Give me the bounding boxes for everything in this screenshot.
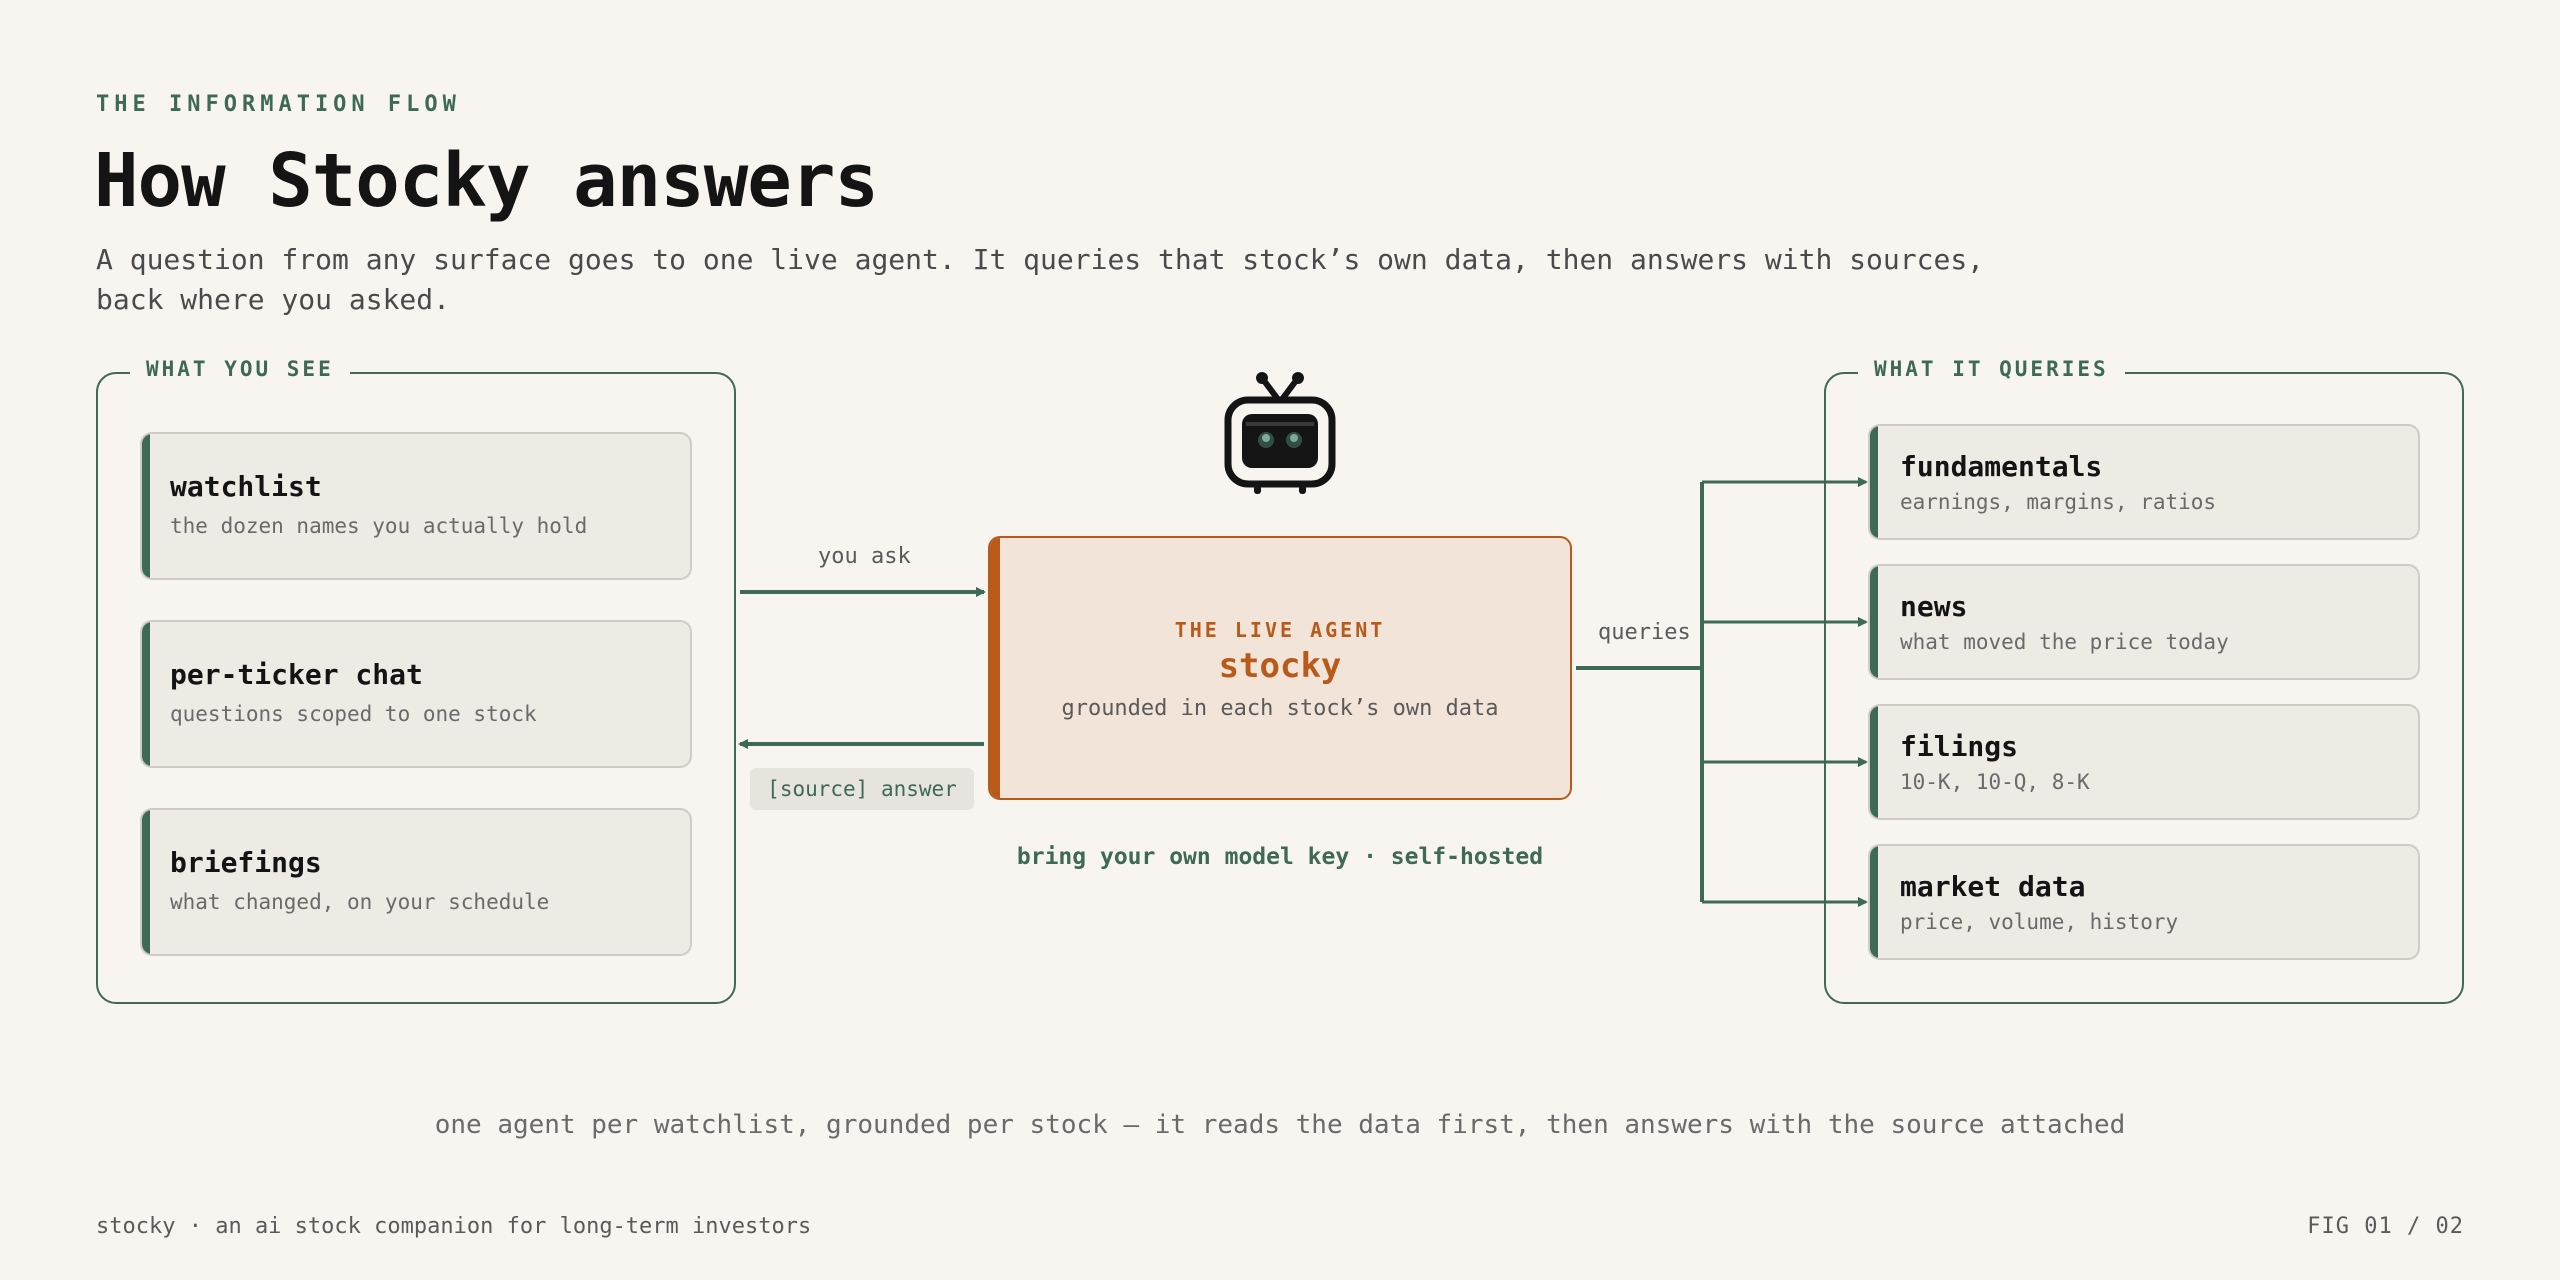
figure-number: FIG 01 / 02 <box>2307 1214 2464 1239</box>
card-subtitle: what changed, on your schedule <box>170 890 550 914</box>
card-subtitle: the dozen names you actually hold <box>170 514 588 538</box>
card-accent-bar <box>142 622 150 766</box>
card-subtitle: price, volume, history <box>1900 910 2179 934</box>
card-title: per-ticker chat <box>170 658 423 691</box>
card-title: fundamentals <box>1900 450 2103 483</box>
card-subtitle: 10-K, 10-Q, 8-K <box>1900 770 2090 794</box>
answer-label: [source] answer <box>750 768 974 810</box>
right-panel-label: WHAT IT QUERIES <box>1858 357 2125 381</box>
ask-label: you ask <box>818 544 911 569</box>
page-title: How Stocky answers <box>94 138 879 224</box>
left-panel <box>96 372 736 1004</box>
agent-accent-bar <box>990 538 1000 798</box>
card-accent-bar <box>142 810 150 954</box>
footnote: one agent per watchlist, grounded per st… <box>434 1110 2126 1140</box>
section-eyebrow: THE INFORMATION FLOW <box>96 92 461 117</box>
card-news: news what moved the price today <box>1868 564 2420 680</box>
card-accent-bar <box>142 434 150 578</box>
footer-tagline: stocky · an ai stock companion for long-… <box>96 1214 812 1239</box>
right-panel <box>1824 372 2464 1004</box>
left-panel-label: WHAT YOU SEE <box>130 357 350 381</box>
page-subtitle: A question from any surface goes to one … <box>96 243 1985 316</box>
agent-note: bring your own model key · self-hosted <box>1016 844 1544 870</box>
card-market-data: market data price, volume, history <box>1868 844 2420 960</box>
card-subtitle: questions scoped to one stock <box>170 702 537 726</box>
card-subtitle: earnings, margins, ratios <box>1900 490 2217 514</box>
card-briefings: briefings what changed, on your schedule <box>140 808 692 956</box>
card-title: filings <box>1900 730 2019 763</box>
card-per-ticker-chat: per-ticker chat questions scoped to one … <box>140 620 692 768</box>
card-filings: filings 10-K, 10-Q, 8-K <box>1868 704 2420 820</box>
live-agent-box: THE LIVE AGENT stocky grounded in each s… <box>988 536 1572 800</box>
agent-eyebrow: THE LIVE AGENT <box>1174 618 1386 642</box>
agent-name: stocky <box>1218 646 1342 686</box>
card-subtitle: what moved the price today <box>1900 630 2229 654</box>
queries-label: queries <box>1598 620 1691 645</box>
card-accent-bar <box>1870 706 1878 818</box>
card-title: briefings <box>170 846 322 879</box>
card-accent-bar <box>1870 426 1878 538</box>
robot-tv-icon <box>1224 372 1336 494</box>
card-fundamentals: fundamentals earnings, margins, ratios <box>1868 424 2420 540</box>
agent-subtitle: grounded in each stock’s own data <box>1061 696 1499 721</box>
card-watchlist: watchlist the dozen names you actually h… <box>140 432 692 580</box>
card-title: market data <box>1900 870 2086 903</box>
card-title: news <box>1900 590 1968 623</box>
card-title: watchlist <box>170 470 322 503</box>
card-accent-bar <box>1870 846 1878 958</box>
card-accent-bar <box>1870 566 1878 678</box>
